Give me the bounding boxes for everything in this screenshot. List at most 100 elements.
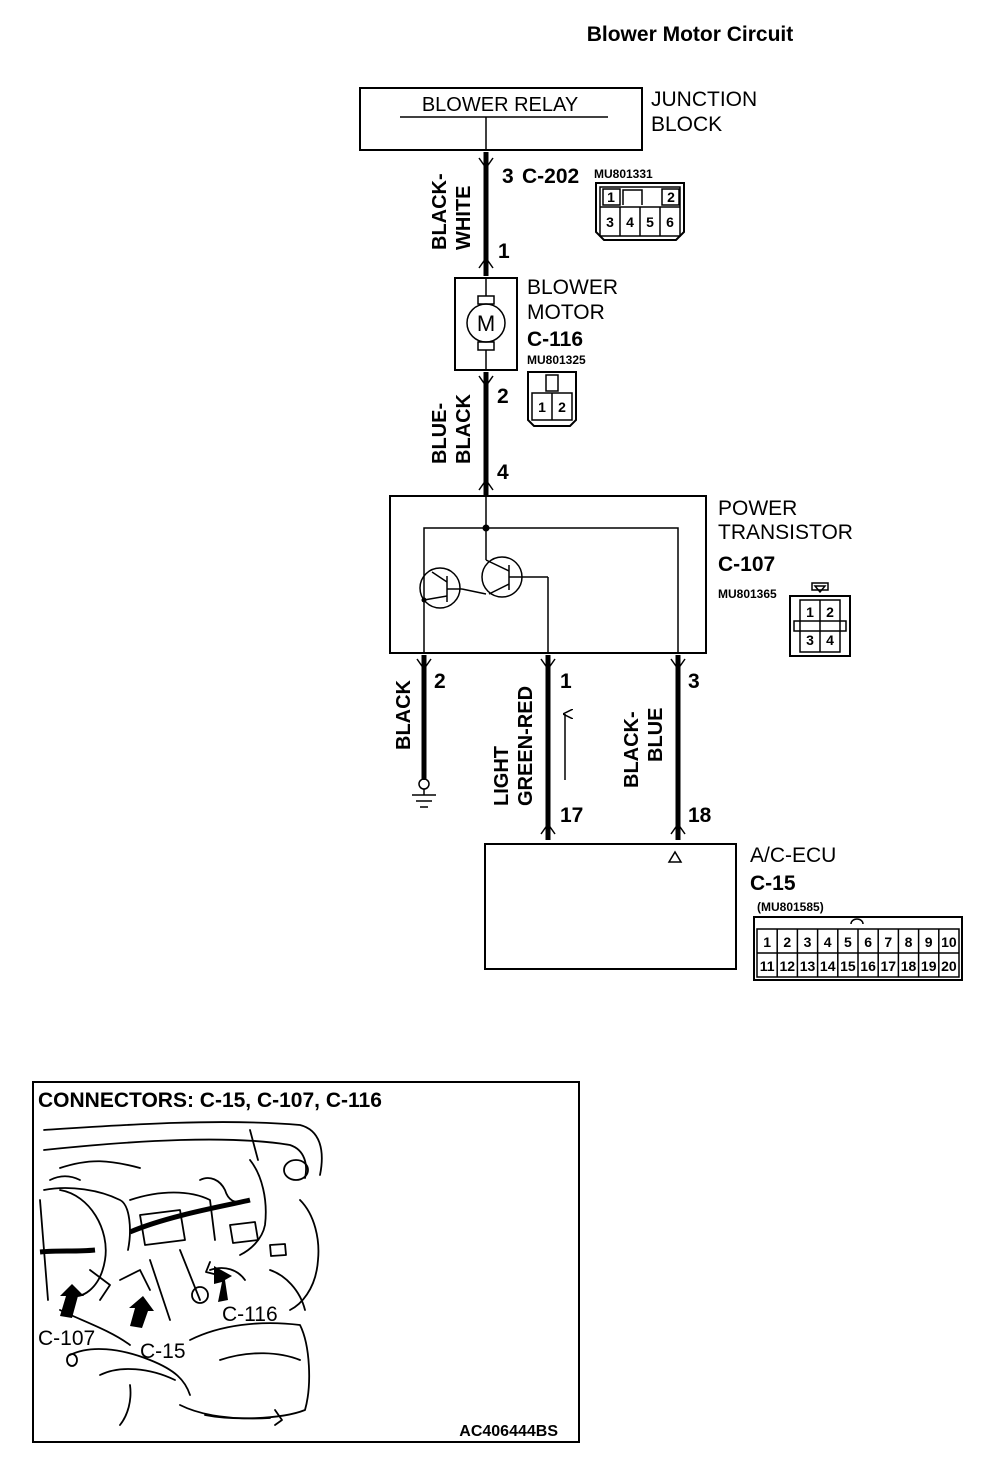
svg-text:6: 6 xyxy=(666,214,674,230)
c107-connector-label: C-107 xyxy=(718,553,775,576)
c15-pin-17: 17 xyxy=(881,958,897,974)
c15-pin-15: 15 xyxy=(840,958,856,974)
c15-pin-17: 17 xyxy=(560,804,583,827)
power-transistor-name-line2: TRANSISTOR xyxy=(718,521,853,544)
c15-pin-9: 9 xyxy=(925,934,933,950)
c15-pin-10: 10 xyxy=(941,934,957,950)
svg-text:2: 2 xyxy=(558,399,566,415)
blower-motor: M BLOWER MOTOR C-116 MU801325 xyxy=(454,276,618,371)
svg-text:1: 1 xyxy=(607,189,615,205)
c15-pin-8: 8 xyxy=(905,934,913,950)
c116-locator-arrow xyxy=(214,1266,232,1302)
locator-frame xyxy=(32,1081,580,1443)
c107-pin-2: 2 xyxy=(434,670,446,693)
wire-label-black-white-1: BLACK- xyxy=(429,173,451,250)
c116-connector-label: C-116 xyxy=(527,328,583,351)
wire-black-blue: 3 18 BLACK- BLUE xyxy=(621,655,712,840)
junction-block: BLOWER RELAY JUNCTION BLOCK xyxy=(359,87,757,151)
locator-title: CONNECTORS: C-15, C-107, C-116 xyxy=(38,1089,382,1112)
connector-locator-panel: CONNECTORS: C-15, C-107, C-116 xyxy=(32,1081,580,1443)
svg-text:2: 2 xyxy=(826,604,834,620)
c202-connector-label: C-202 xyxy=(522,165,579,188)
c15-pin-20: 20 xyxy=(941,958,957,974)
wire-black-white: 3 C-202 1 BLACK- WHITE xyxy=(429,152,579,276)
c107-connector-face: 1 2 3 4 xyxy=(789,582,851,657)
c202-pin: 3 xyxy=(502,165,514,188)
blower-motor-name-line1: BLOWER xyxy=(527,276,618,299)
wire-label-blue-black-2: BLACK xyxy=(453,393,475,464)
locator-label-c116: C-116 xyxy=(222,1303,278,1326)
ac-ecu-name: A/C-ECU xyxy=(750,844,836,867)
c15-connector-label: C-15 xyxy=(750,872,796,895)
c116-connector-face: 1 2 xyxy=(527,371,577,427)
c15-pin-19: 19 xyxy=(921,958,937,974)
c15-pin-2: 2 xyxy=(783,934,791,950)
c15-pin-6: 6 xyxy=(864,934,872,950)
c15-pin-4: 4 xyxy=(824,934,832,950)
c202-connector-face: MU801331 1 2 3 4 5 6 xyxy=(594,167,685,241)
c15-part-no: (MU801585) xyxy=(757,900,824,914)
c202-part-no: MU801331 xyxy=(594,167,653,181)
svg-text:2: 2 xyxy=(667,189,675,205)
c15-pin-12: 12 xyxy=(780,958,796,974)
c116-pin-1: 1 xyxy=(498,240,510,263)
page-title: Blower Motor Circuit xyxy=(587,23,794,46)
c15-pin-13: 13 xyxy=(800,958,816,974)
ac-ecu-box xyxy=(484,843,737,970)
svg-text:5: 5 xyxy=(646,214,654,230)
c15-locator-arrow xyxy=(129,1296,154,1328)
svg-text:4: 4 xyxy=(826,632,834,648)
wire-blue-black: 2 4 BLUE- BLACK xyxy=(429,372,509,496)
c107-pin-3: 3 xyxy=(688,670,700,693)
motor-brush-top xyxy=(477,295,495,305)
wire-black-ground: 2 BLACK xyxy=(393,655,446,808)
svg-text:M: M xyxy=(477,311,495,336)
wire-label-ground: BLACK xyxy=(393,679,415,750)
c15-pin-1: 1 xyxy=(763,934,771,950)
wire-label-signal-2: GREEN-RED xyxy=(515,686,537,806)
c116-part-no: MU801325 xyxy=(527,353,586,367)
wire-light-green-red: 1 17 LIGHT GREEN-RED xyxy=(491,655,583,840)
svg-text:3: 3 xyxy=(806,632,814,648)
svg-text:3: 3 xyxy=(606,214,614,230)
motor-brush-bottom xyxy=(477,341,495,351)
power-transistor-name-line1: POWER xyxy=(718,497,797,520)
locator-label-c107: C-107 xyxy=(38,1327,95,1350)
transistor-1 xyxy=(419,567,461,609)
blower-motor-name-line2: MOTOR xyxy=(527,301,605,324)
c15-pin-5: 5 xyxy=(844,934,852,950)
wire-label-blue-black-1: BLUE- xyxy=(429,403,451,464)
svg-text:1: 1 xyxy=(806,604,814,620)
c15-pin-3: 3 xyxy=(804,934,812,950)
c15-pin-7: 7 xyxy=(884,934,892,950)
c15-pin-14: 14 xyxy=(820,958,836,974)
ecu-input-symbol xyxy=(667,850,683,863)
c107-part-no: MU801365 xyxy=(718,587,777,601)
wire-label-feedback-1: BLACK- xyxy=(621,711,643,788)
wire-label-signal-1: LIGHT xyxy=(491,746,513,806)
dashboard-illustration xyxy=(39,1121,323,1426)
blower-relay-label: BLOWER RELAY xyxy=(422,94,578,116)
junction-block-box xyxy=(359,87,643,151)
junction-block-name-line1: JUNCTION xyxy=(651,88,757,111)
c15-pin-16: 16 xyxy=(860,958,876,974)
ground-terminal xyxy=(418,778,430,790)
c107-locator-arrow xyxy=(60,1284,84,1318)
svg-text:4: 4 xyxy=(626,214,634,230)
c15-pin-18: 18 xyxy=(688,804,712,827)
c15-pin-11: 11 xyxy=(760,958,775,974)
wire-label-feedback-2: BLUE xyxy=(645,708,667,762)
c107-pin-4: 4 xyxy=(497,461,509,484)
wire-label-black-white-2: WHITE xyxy=(453,186,475,250)
junction-block-name-line2: BLOCK xyxy=(651,113,722,136)
c15-pin-18: 18 xyxy=(901,958,917,974)
power-transistor: POWER TRANSISTOR C-107 MU801365 xyxy=(389,495,853,654)
svg-text:1: 1 xyxy=(538,399,546,415)
ac-ecu: A/C-ECU C-15 (MU801585) xyxy=(484,843,836,970)
locator-label-c15: C-15 xyxy=(140,1340,186,1363)
c116-pin-2: 2 xyxy=(497,385,509,408)
figure-code: AC406444BS xyxy=(459,1423,558,1440)
